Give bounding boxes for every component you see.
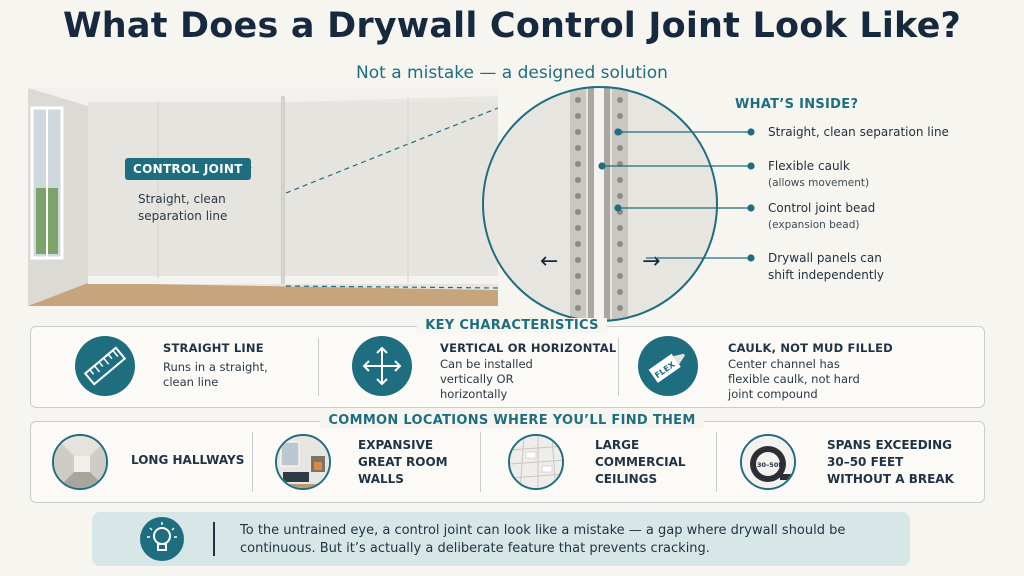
- room-illustration: CONTROL JOINT → Straight, clean separati…: [28, 88, 498, 306]
- inside-item-label: Drywall panels can shift independently: [768, 251, 885, 282]
- arrow-left-icon: ←: [540, 249, 558, 274]
- inside-item-panels: Drywall panels can shift independently: [768, 250, 908, 284]
- four-way-arrows-icon: [352, 336, 412, 396]
- loc-label-great-room: EXPANSIVE GREAT ROOM WALLS: [358, 438, 448, 486]
- tape-measure-label: 30–50ft: [757, 461, 784, 469]
- footer-callout: [92, 512, 910, 566]
- inside-item-sub: (expansion bead): [768, 219, 860, 231]
- common-locations-title: COMMON LOCATIONS WHERE YOU’LL FIND THEM: [0, 413, 1024, 428]
- page-title: What Does a Drywall Control Joint Look L…: [62, 6, 962, 46]
- divider: [716, 432, 717, 492]
- kc-title-orientation: VERTICAL OR HORIZONTAL: [440, 341, 617, 355]
- inside-item-label: Flexible caulk: [768, 159, 850, 173]
- loc-label-hallways: LONG HALLWAYS: [131, 453, 245, 467]
- inside-item-label: Control joint bead: [768, 201, 876, 215]
- divider: [480, 432, 481, 492]
- key-characteristics-title: KEY CHARACTERISTICS: [0, 318, 1024, 333]
- divider: [213, 522, 215, 556]
- footer-text: To the untrained eye, a control joint ca…: [240, 523, 846, 556]
- arrow-right-icon: →: [238, 158, 253, 178]
- tape-measure-icon: 30–50ft: [740, 434, 796, 490]
- hallway-icon: [52, 434, 108, 490]
- loc-label-spans: SPANS EXCEEDING 30–50 FEET WITHOUT A BRE…: [827, 438, 954, 486]
- kc-title-caulk: CAULK, NOT MUD FILLED: [728, 341, 893, 355]
- inside-item-bead: Control joint bead (expansion bead): [768, 200, 875, 234]
- ruler-icon: [75, 336, 135, 396]
- inside-item-caulk: Flexible caulk (allows movement): [768, 158, 869, 192]
- divider: [318, 338, 319, 396]
- key-characteristics-panel: [30, 326, 985, 408]
- kc-desc-straight: Runs in a straight, clean line: [163, 360, 268, 389]
- kc-title-straight: STRAIGHT LINE: [163, 341, 264, 355]
- loc-label-ceilings: LARGE COMMERCIAL CEILINGS: [595, 438, 686, 486]
- inside-item-label: Straight, clean separation line: [768, 125, 949, 139]
- callout-leader-lines: [598, 128, 755, 262]
- control-joint-description: Straight, clean separation line: [138, 192, 228, 223]
- inside-item-separation: Straight, clean separation line: [768, 124, 949, 141]
- room-drawing: [28, 88, 498, 306]
- zoom-detail-circle: ← →: [482, 86, 718, 322]
- page-subtitle: Not a mistake — a designed solution: [356, 63, 668, 83]
- ceiling-icon: [508, 434, 564, 490]
- whats-inside-title: WHAT’S INSIDE?: [735, 97, 859, 112]
- divider: [252, 432, 253, 492]
- caulk-tube-icon: FLEX: [638, 336, 698, 396]
- kc-desc-caulk: Center channel has flexible caulk, not h…: [728, 357, 860, 401]
- divider: [618, 338, 619, 396]
- great-room-icon: [275, 434, 331, 490]
- kc-desc-orientation: Can be installed vertically OR horizonta…: [440, 357, 533, 401]
- lightbulb-icon: [140, 517, 184, 561]
- arrow-right-icon: →: [642, 249, 660, 274]
- inside-item-sub: (allows movement): [768, 177, 870, 189]
- control-joint-badge: CONTROL JOINT: [125, 158, 251, 180]
